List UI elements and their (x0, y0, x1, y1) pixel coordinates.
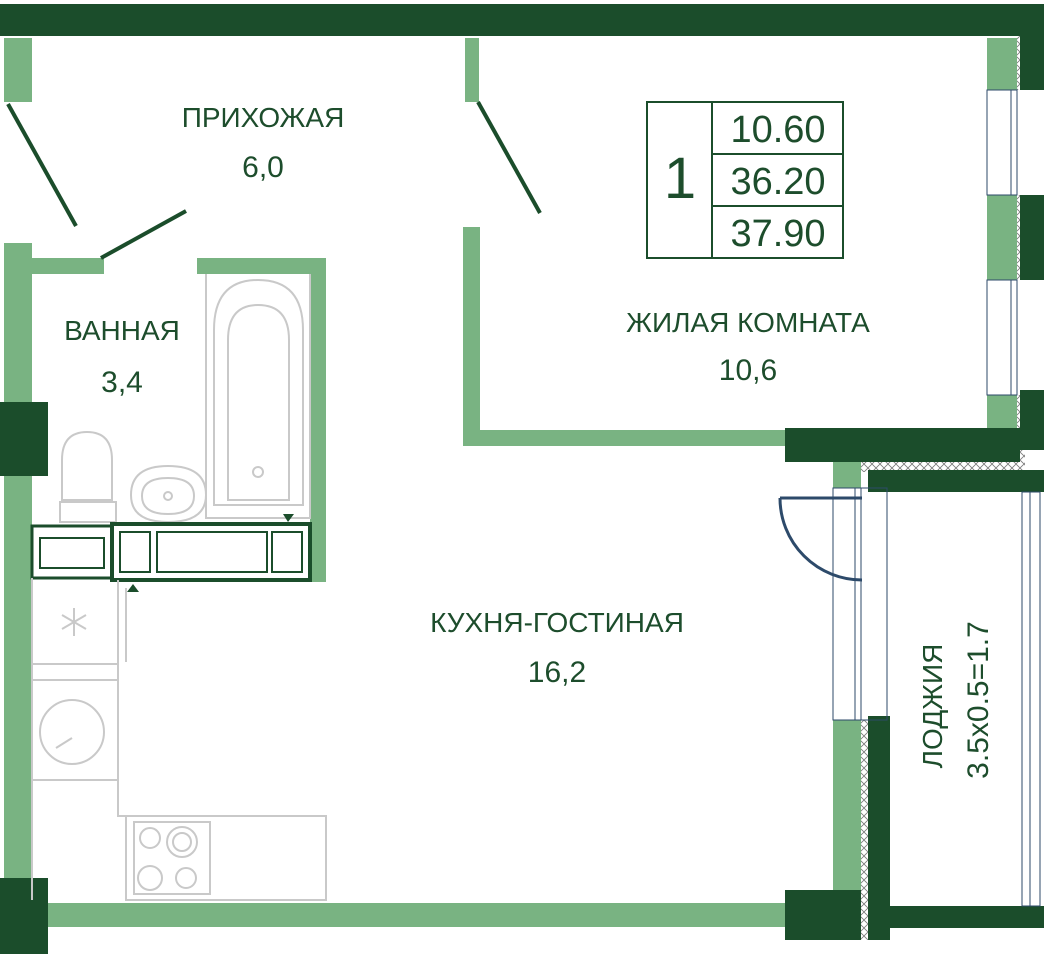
snowflake-icon (61, 608, 87, 636)
bathroom-area: 3,4 (101, 366, 143, 399)
spec-table: 1 10.60 36.20 37.90 (646, 101, 844, 259)
door-swings (6, 101, 542, 260)
total-area-value: 36.20 (730, 161, 825, 203)
windows (832, 89, 1041, 907)
living-room-label: ЖИЛАЯ КОМНАТА (626, 307, 870, 338)
hallway-area: 6,0 (242, 151, 284, 184)
load-bearing-walls (0, 4, 1044, 954)
bathroom-label: ВАННАЯ (64, 315, 180, 346)
balcony-door-swing (778, 496, 863, 582)
loggia-label: ЛОДЖИЯ (917, 644, 948, 769)
washing-machine-icon (31, 679, 119, 781)
loggia-area: 3.5х0.5=1.7 (962, 621, 995, 779)
toilet-icon (59, 430, 117, 523)
total-with-loggia-value: 37.90 (730, 213, 825, 255)
kitchen-living-area: 16,2 (528, 656, 586, 689)
ventilation-shaft (30, 514, 312, 592)
room-count: 1 (664, 146, 696, 211)
hallway-label: ПРИХОЖАЯ (182, 102, 345, 133)
cooktop-icon (133, 821, 211, 895)
bathtub-icon (205, 274, 311, 519)
sink-icon (129, 464, 208, 524)
partition-walls (4, 38, 1017, 927)
kitchen-living-label: КУХНЯ-ГОСТИНАЯ (430, 607, 684, 638)
living-room-area: 10,6 (719, 354, 777, 387)
living-area-value: 10.60 (730, 109, 825, 151)
kitchen-counter (31, 578, 327, 901)
